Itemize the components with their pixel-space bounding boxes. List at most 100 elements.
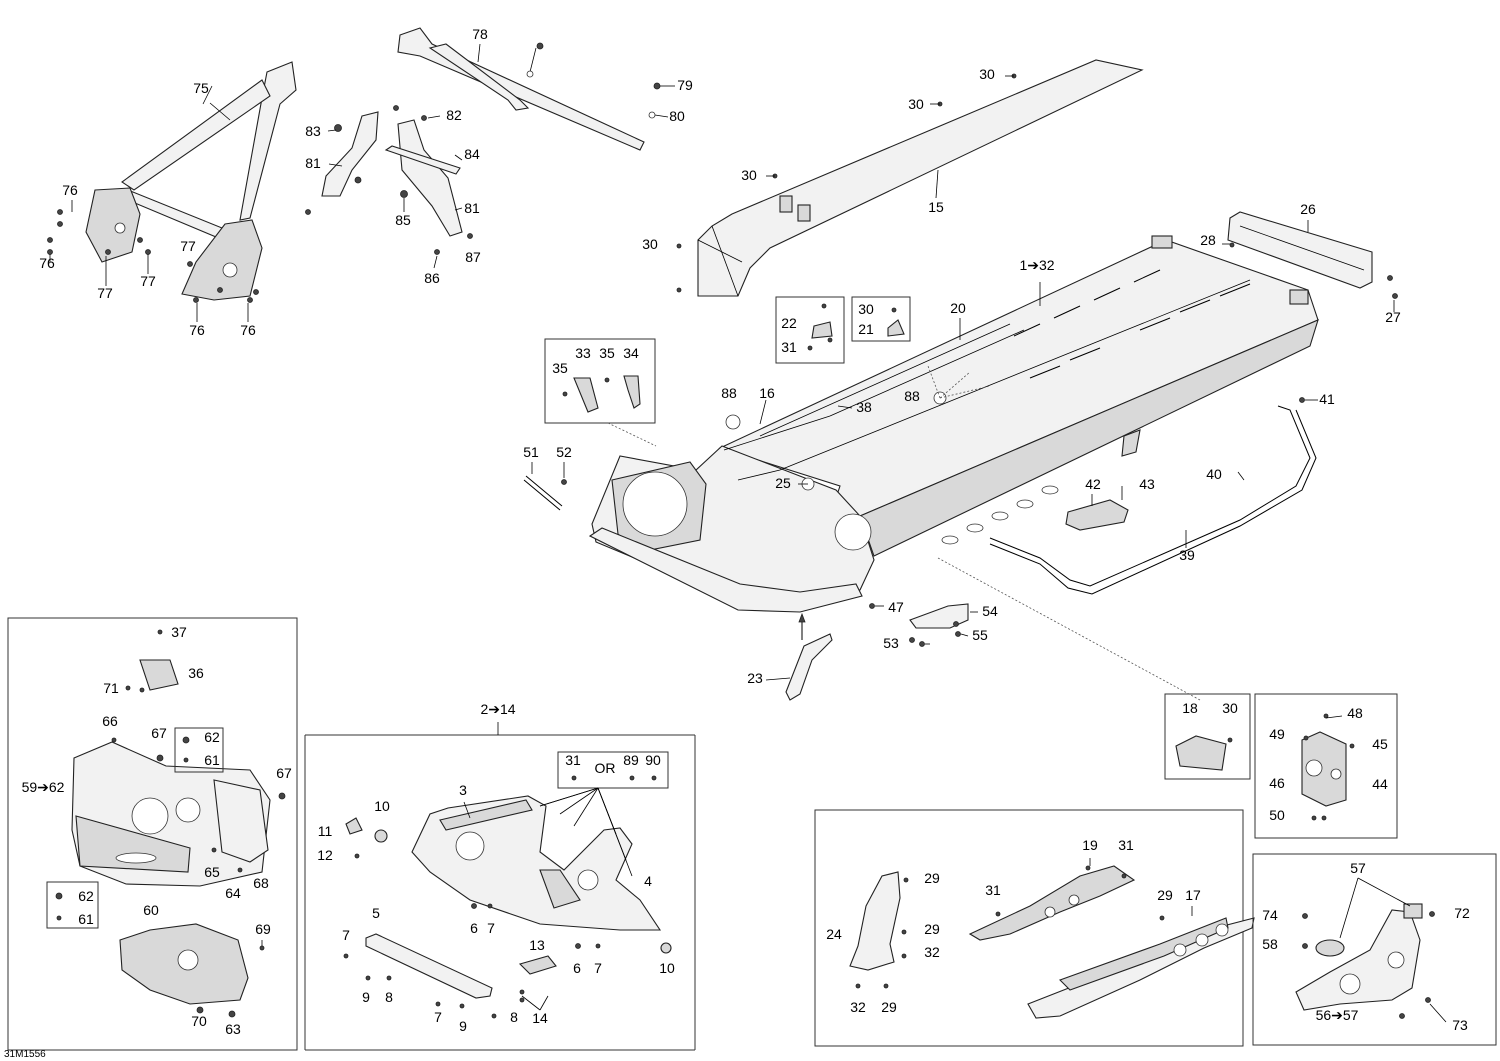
callout-label: 42 <box>1085 476 1101 492</box>
callout-label: 31 <box>1118 837 1134 853</box>
callout-label: 60 <box>143 902 159 918</box>
callout-label: 78 <box>472 26 488 42</box>
callout-label: 69 <box>255 921 271 937</box>
part-26-rear-rail <box>1222 211 1398 312</box>
kit-box-18 <box>1164 693 1251 780</box>
callout-label: 26 <box>1300 201 1316 217</box>
callout-label: 86 <box>424 270 440 286</box>
callout-label: 40 <box>1206 466 1222 482</box>
callout-label: 70 <box>191 1013 207 1029</box>
callout-label: 76 <box>189 322 205 338</box>
callout-label: 88 <box>904 388 920 404</box>
part-54-footrest-bracket <box>869 603 978 647</box>
callout-label: 11 <box>318 823 333 839</box>
callout-label: 8 <box>510 1009 518 1025</box>
callout-label: 9 <box>362 989 370 1005</box>
callout-label: 62 <box>78 888 94 904</box>
kit-box-59-71 <box>7 617 298 1051</box>
tunnel-holes <box>941 485 1059 545</box>
callout-label: 82 <box>446 107 462 123</box>
callout-label: 31 <box>565 752 581 768</box>
callout-label: 9 <box>459 1018 467 1034</box>
part-39-running-board-stay <box>989 397 1318 595</box>
diagram-code: 31M1556 <box>4 1049 46 1060</box>
callout-label: 61 <box>78 911 94 927</box>
callout-label: 32 <box>924 944 940 960</box>
callout-label: 52 <box>556 444 572 460</box>
callout-label: 10 <box>659 960 675 976</box>
callout-label: 43 <box>1139 476 1155 492</box>
kit-box-22 <box>775 296 845 364</box>
callout-label: 20 <box>950 300 966 316</box>
callout-label: 30 <box>642 236 658 252</box>
callout-label: 58 <box>1262 936 1278 952</box>
kit-box-21 <box>851 296 911 342</box>
callout-label: 3 <box>459 782 467 798</box>
callout-label: 30 <box>908 96 924 112</box>
callout-label: 57 <box>1350 860 1366 876</box>
callout-label: 13 <box>529 937 545 953</box>
callout-label: 7 <box>594 960 602 976</box>
callout-label: 68 <box>253 875 269 891</box>
callout-label: 81 <box>464 200 480 216</box>
callout-label: 45 <box>1372 736 1388 752</box>
part-23-front-support <box>765 612 833 701</box>
callout-label: 35 <box>599 345 615 361</box>
callout-label: 2➔14 <box>480 701 515 717</box>
part-15-heat-exchanger <box>676 59 1144 297</box>
callout-label: 37 <box>171 624 187 640</box>
callout-label: 84 <box>464 146 480 162</box>
callout-label: 41 <box>1319 391 1335 407</box>
part-42-bracket <box>1065 486 1129 531</box>
callout-label: 77 <box>140 273 156 289</box>
tunnel-slots <box>1013 269 1251 379</box>
callout-label: 85 <box>395 212 411 228</box>
callout-label: 87 <box>465 249 481 265</box>
callout-label: 27 <box>1385 309 1401 325</box>
callout-label: 34 <box>623 345 639 361</box>
callout-label: 31 <box>781 339 797 355</box>
callout-label: 47 <box>888 599 904 615</box>
callout-label: 81 <box>305 155 321 171</box>
part-75-a-frame <box>47 61 297 322</box>
callout-label: 17 <box>1185 887 1201 903</box>
callout-label: 29 <box>1157 887 1173 903</box>
callout-label: 7 <box>487 920 495 936</box>
callout-label: 77 <box>97 285 113 301</box>
callout-label: 49 <box>1269 726 1285 742</box>
callout-label: 56➔57 <box>1316 1007 1359 1023</box>
kit-box-44-50 <box>1254 693 1398 839</box>
main-frame-tunnel <box>588 235 1319 613</box>
callout-label: 14 <box>532 1010 548 1026</box>
callout-label: 12 <box>317 847 333 863</box>
callout-label: 15 <box>928 199 944 215</box>
callout-label: 30 <box>741 167 757 183</box>
callout-label: 21 <box>858 321 874 337</box>
callout-label: 44 <box>1372 776 1388 792</box>
callout-label: 46 <box>1269 775 1285 791</box>
callout-label: 53 <box>883 635 899 651</box>
callout-label: 63 <box>225 1021 241 1037</box>
callout-label: 39 <box>1179 547 1195 563</box>
callout-label: 5 <box>372 905 380 921</box>
part-81-brackets <box>305 105 473 269</box>
callout-label: 48 <box>1347 705 1363 721</box>
kit-box-17-32 <box>814 809 1255 1047</box>
callout-label: 79 <box>677 77 693 93</box>
kit-box-33-35 <box>544 338 657 447</box>
callout-label: OR <box>595 760 616 776</box>
callout-label: 75 <box>193 80 209 96</box>
callout-label: 19 <box>1082 837 1098 853</box>
callout-label: 88 <box>721 385 737 401</box>
callout-label: 83 <box>305 123 321 139</box>
callout-label: 18 <box>1182 700 1198 716</box>
callout-label: 50 <box>1269 807 1285 823</box>
callout-label: 33 <box>575 345 591 361</box>
callout-label: 36 <box>188 665 204 681</box>
callout-label: 65 <box>204 864 220 880</box>
part-78-steering-bar <box>397 27 675 151</box>
callout-label: 32 <box>850 999 866 1015</box>
callout-label: 89 <box>623 752 639 768</box>
callout-label: 67 <box>151 725 167 741</box>
callout-label: 55 <box>972 627 988 643</box>
